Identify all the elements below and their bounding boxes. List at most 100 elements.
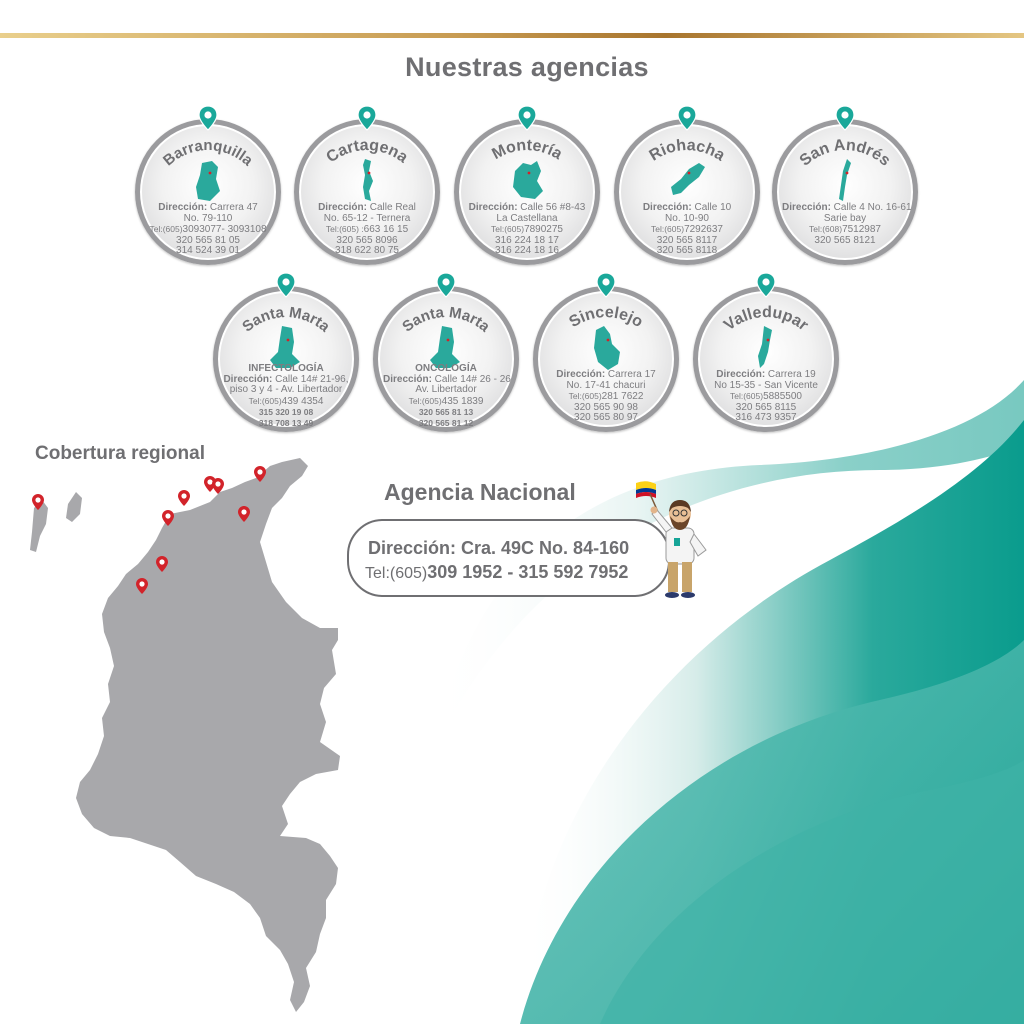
agency-address: Dirección: Calle 4 No. 16-61 — [782, 202, 912, 214]
agency-phone-prefix: Tel:(605) — [568, 391, 602, 401]
san-andres-island — [30, 500, 48, 552]
agency-specialty: INFECTOLOGÍA — [248, 363, 324, 374]
agency-address-value: Calle 4 No. 16-61 — [830, 202, 912, 213]
agency-phone-prefix: Tel:(605) : — [325, 224, 364, 234]
location-pin-icon — [517, 105, 537, 131]
department-silhouette-icon — [594, 326, 620, 370]
location-pin-icon — [677, 105, 697, 131]
colombia-mainland — [76, 458, 340, 1012]
national-phone: Tel:(605)309 1952 - 315 592 7952 — [365, 562, 628, 583]
agency-phone: Tel:(605)435 1839 — [383, 396, 509, 408]
national-address: Dirección: Cra. 49C No. 84-160 — [368, 538, 630, 558]
red-map-marker-icon — [254, 466, 266, 482]
agency-phone: Tel:(605)7292637 — [624, 224, 750, 236]
agency-phone-prefix: Tel:(608) — [808, 224, 843, 234]
agency-address-label: Dirección: — [556, 369, 606, 380]
agency-address-value: Carrera 17 — [605, 369, 656, 380]
agency-address: Dirección: Calle 56 #8-43 — [464, 202, 590, 214]
location-pin-icon — [357, 105, 377, 131]
red-map-marker-icon — [204, 476, 216, 492]
agency-address-label: Dirección: — [223, 373, 273, 385]
agency-address-line2: Av. Libertador — [415, 384, 477, 395]
agency-phone-number: 663 16 15 — [363, 224, 409, 235]
agency-phone-prefix: Tel:(605) — [650, 224, 685, 234]
location-pin-icon — [835, 105, 855, 131]
agency-address-line2: Sarie bay — [823, 212, 867, 224]
department-silhouette-icon — [363, 159, 373, 201]
agency-address-value: Calle 14# 26 - 26 — [431, 373, 511, 385]
red-map-marker-icon — [136, 578, 148, 594]
agency-phone: Tel:(605) :663 16 15 — [304, 224, 430, 236]
agency-city-arc: Riohacha — [647, 137, 728, 165]
national-agency-title: Agencia Nacional — [384, 479, 576, 505]
agency-mobile: 318 708 13 49 — [258, 417, 314, 428]
agency-phone-number: 3093077- 3093108 — [182, 224, 267, 235]
department-silhouette-icon — [758, 326, 772, 368]
department-silhouette-icon — [196, 161, 220, 201]
agency-phone-prefix: Tel:(605) — [729, 391, 764, 401]
red-map-marker-icon — [156, 556, 168, 572]
agency-phone-number: 439 4354 — [281, 395, 324, 407]
location-pin-icon — [276, 272, 296, 298]
department-silhouette-icon — [839, 159, 851, 201]
agency-mobile: 320 565 80 97 — [574, 412, 638, 423]
agency-address-line2: La Castellana — [496, 212, 558, 224]
agency-phone-prefix: Tel:(605) — [490, 224, 525, 234]
agency-address-line2: No. 79-110 — [183, 212, 233, 224]
national-phone-prefix: Tel:(605) — [365, 565, 428, 582]
agency-mobile: 320 565 81 12 — [418, 417, 474, 428]
agency-mobile: 320 565 8117 — [656, 234, 718, 246]
agency-mobile: 320 565 8096 — [336, 234, 398, 246]
mascot-illustration — [649, 493, 707, 598]
agency-specialty: ONCOLOGÍA — [415, 363, 477, 374]
agency-address-label: Dirección: — [383, 373, 432, 385]
agency-phone-prefix: Tel:(605) — [149, 224, 183, 234]
location-pin-icon — [436, 272, 456, 298]
agency-address: Dirección: Calle Real — [304, 202, 430, 214]
agency-address-value: Calle 56 #8-43 — [517, 202, 586, 213]
agency-phone: Tel:(605)7890275 — [464, 224, 590, 236]
agency-mobile: 315 320 19 08 — [258, 407, 314, 417]
agency-address-value: Carrera 19 — [765, 369, 816, 380]
agency-mobile: 314 524 39 01 — [176, 245, 240, 256]
agency-address-value: Calle 10 — [691, 202, 732, 213]
agency-mobile: 316 473 9357 — [735, 412, 797, 423]
agency-mobile: 320 565 8115 — [735, 401, 797, 413]
agency-mobile: 320 565 90 98 — [574, 401, 638, 413]
agency-address-label: Dirección: — [716, 369, 766, 380]
agency-address: Dirección: Carrera 17 — [543, 369, 669, 381]
department-silhouette-icon — [430, 326, 460, 368]
agency-address-value: Calle Real — [366, 202, 416, 213]
agency-city-arc: Montería — [489, 137, 565, 163]
agency-address-label: Dirección: — [782, 202, 831, 213]
location-pin-icon — [198, 105, 218, 131]
agency-city-arc: San Andrés — [797, 137, 894, 170]
agency-address-line2: No. 65-12 - Ternera — [323, 212, 411, 224]
department-silhouette-icon — [513, 161, 543, 199]
agency-phone-prefix: Tel:(605) — [408, 395, 442, 406]
agency-phone: Tel:(605)281 7622 — [543, 391, 669, 403]
national-phone-number: 309 1952 - 315 592 7952 — [427, 562, 629, 582]
colombia-map — [30, 458, 340, 1012]
agency-address: Dirección: Carrera 19 — [703, 369, 829, 381]
agency-phone-number: 7292637 — [684, 224, 723, 235]
agency-mobile: 316 224 18 16 — [495, 245, 559, 256]
agency-mobile: 320 565 81 05 — [176, 234, 240, 246]
regional-coverage-title: Cobertura regional — [35, 443, 205, 464]
agency-address-value: Carrera 47 — [207, 202, 258, 213]
agency-phone-number: 5885500 — [763, 391, 802, 402]
